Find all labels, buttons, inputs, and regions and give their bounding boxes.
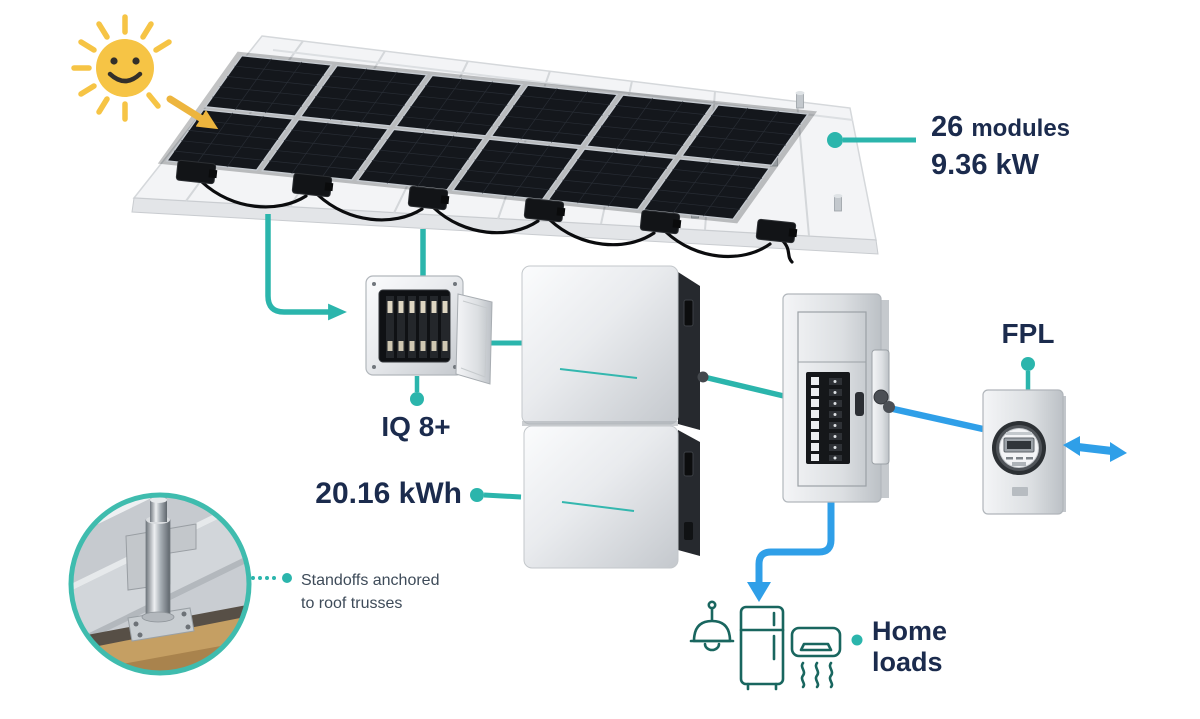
- combiner-label: IQ 8+: [381, 411, 451, 442]
- meter-label-connector: [1021, 357, 1035, 390]
- standoffs-note-line1: Standoffs anchored: [301, 572, 440, 589]
- fridge-icon: [739, 605, 785, 691]
- utility-meter: [982, 389, 1066, 515]
- panel-to-loads-line: [747, 500, 835, 602]
- home-loads-label: Home loads: [872, 616, 947, 678]
- standoffs-note-line2: to roof trusses: [301, 595, 403, 612]
- ac-icon: [790, 626, 842, 689]
- array-power-label: 9.36 kW: [931, 149, 1039, 181]
- standoff-callout-dots: [251, 573, 292, 583]
- sunlight-arrow-icon: [166, 95, 219, 130]
- home-loads-line2: loads: [872, 647, 943, 677]
- loads-arrow-icon: [747, 582, 771, 602]
- utility-label: FPL: [1001, 318, 1055, 349]
- home-loads-icons: [689, 600, 842, 691]
- combiner-box: [365, 275, 493, 385]
- array-module-count: 26: [931, 111, 964, 143]
- grid-double-arrow-icon: [1063, 436, 1127, 462]
- combiner-label-connector: [410, 376, 424, 406]
- battery-to-panel-line: [697, 371, 796, 404]
- home-loads-dot: [851, 634, 863, 646]
- pv-drop-line-1: [265, 214, 347, 321]
- load-center-panel: [782, 293, 890, 503]
- microinverters: [175, 159, 799, 264]
- array-size-label: 26 modules 9.36 kW: [931, 109, 1070, 184]
- array-label-connector: [827, 132, 916, 148]
- panel-to-meter-line: [883, 401, 984, 433]
- standoffs-note: Standoffs anchored to roof trusses: [301, 569, 439, 615]
- array-module-word: modules: [971, 115, 1071, 142]
- battery-capacity-label: 20.16 kWh: [315, 477, 462, 510]
- home-loads-line1: Home: [872, 616, 948, 646]
- lamp-icon: [689, 600, 735, 652]
- standoff-detail-circle: [68, 492, 252, 676]
- battery-stack: [521, 265, 700, 569]
- battery-label-connector: [470, 488, 522, 502]
- sun-icon: [71, 14, 172, 122]
